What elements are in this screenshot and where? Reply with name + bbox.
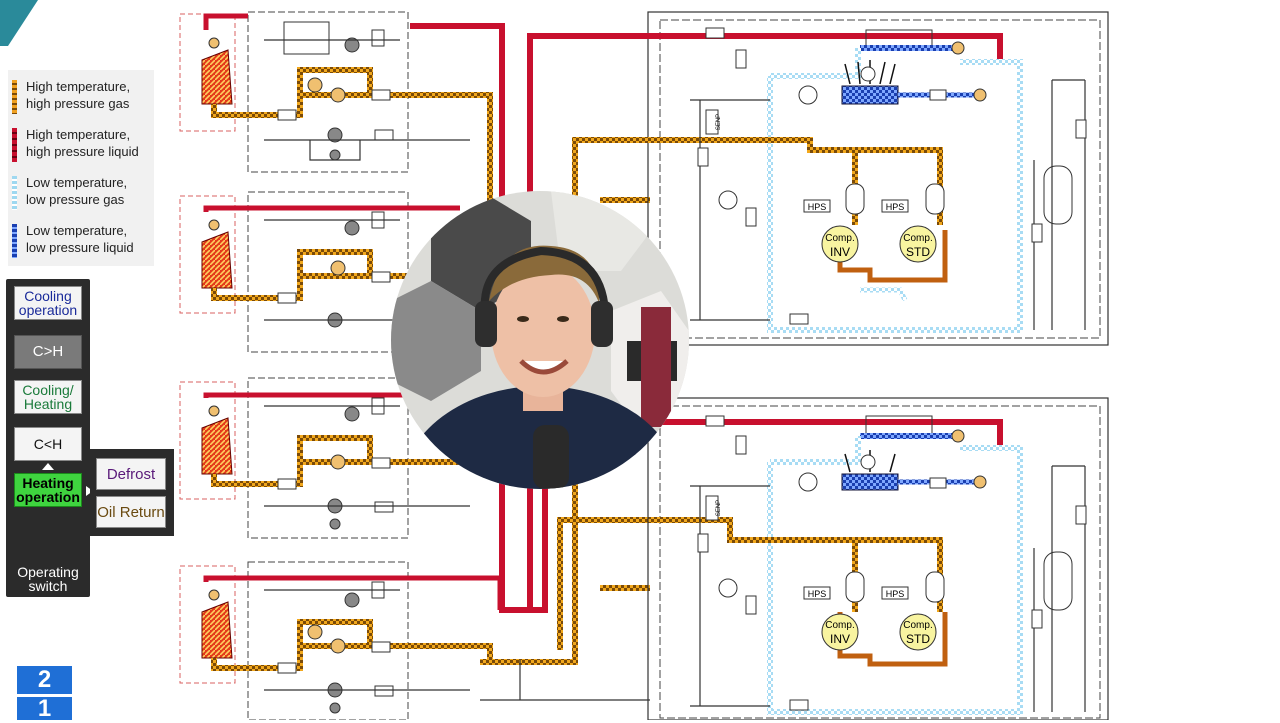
legend-text-line1: Low temperature, [26, 223, 128, 238]
inv-label-bottom: INV [830, 632, 850, 646]
legend-text-line2: high pressure liquid [26, 144, 139, 159]
hps-label-bottom-2: HPS [886, 589, 905, 599]
legend-swatch-lp-liquid [12, 224, 17, 258]
legend-text-line1: High temperature, [26, 127, 131, 142]
indoor-unit-1 [179, 11, 493, 210]
page-2-button[interactable]: 2 [17, 666, 72, 694]
cooling-heating-line1: Cooling/ [22, 382, 74, 398]
caption-line2: switch [28, 578, 68, 594]
comp-inv-label-top: Comp. [825, 233, 854, 244]
legend-swatch-hp-gas [12, 80, 17, 114]
refrigerant-state-legend: High temperature, high pressure gas High… [8, 70, 154, 266]
indoor-unit-3 [179, 377, 480, 539]
legend-text-line2: low pressure gas [26, 192, 125, 207]
legend-swatch-lp-gas [12, 176, 17, 210]
hps-label-top-1: HPS [808, 202, 827, 212]
presenter-image [391, 191, 689, 489]
comp-std-label-top: Comp. [903, 233, 932, 244]
caption-line1: Operating [17, 564, 79, 580]
cooling-to-heating-button[interactable]: C>H [14, 335, 82, 369]
cooling-heating-line2: Heating [23, 396, 73, 412]
presenter-webcam-overlay [391, 191, 689, 489]
std-label-bottom: STD [906, 632, 930, 646]
comp-std-label-bottom: Comp. [903, 620, 932, 631]
legend-text-line1: Low temperature, [26, 175, 128, 190]
indoor-unit-2 [179, 191, 460, 353]
heating-submode-panel: Defrost Oil Return [90, 449, 174, 536]
hps-label-bottom-1: HPS [808, 589, 827, 599]
cooling-operation-line2: operation [18, 302, 78, 318]
defrost-button[interactable]: Defrost [96, 458, 166, 490]
oil-return-button[interactable]: Oil Return [96, 496, 166, 528]
defrost-label: Defrost [106, 465, 156, 483]
page-1-button[interactable]: 1 [17, 694, 72, 722]
heating-operation-line2: operation [16, 489, 80, 505]
page-2-label: 2 [37, 666, 52, 693]
corner-accent [0, 0, 38, 46]
cooling-operation-line1: Cooling [24, 288, 72, 304]
heating-operation-line1: Heating [22, 475, 74, 491]
outdoor-unit-top: Comp. INV Comp. STD HPS HPS SENP [575, 11, 1109, 346]
operating-switch-caption: Operating switch [6, 565, 90, 593]
arrow-up-icon [42, 463, 54, 470]
arrow-right-icon [86, 486, 93, 496]
inv-label-top: INV [830, 245, 850, 259]
heating-to-cooling-button[interactable]: C<H [14, 427, 82, 461]
cooling-heating-button[interactable]: Cooling/Heating [14, 380, 82, 414]
legend-swatch-hp-liquid [12, 128, 17, 162]
cooling-to-heating-label: C>H [32, 343, 64, 360]
outdoor-unit-bottom: Comp. INV Comp. STD HPS HPS SENP [545, 397, 1109, 720]
std-label-top: STD [906, 245, 930, 259]
hps-label-top-2: HPS [886, 202, 905, 212]
sensor-label-top: SENP [716, 114, 722, 130]
oil-return-label: Oil Return [97, 503, 165, 521]
legend-text-line2: low pressure liquid [26, 240, 134, 255]
legend-text-line1: High temperature, [26, 79, 131, 94]
comp-inv-label-bottom: Comp. [825, 620, 854, 631]
heating-to-cooling-label: C<H [33, 436, 63, 452]
page-1-label: 1 [37, 694, 52, 722]
sensor-label-bottom: SENP [716, 500, 722, 516]
legend-text-line2: high pressure gas [26, 96, 130, 111]
